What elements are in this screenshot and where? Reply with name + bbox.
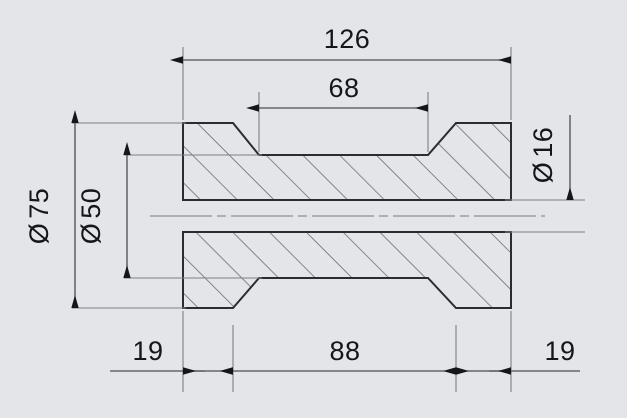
- dim-label-group-50: Ø50: [76, 188, 106, 245]
- dimension-lines: [71, 56, 580, 375]
- upper-body-profile: [182, 122, 512, 201]
- dim-label-68: 68: [328, 73, 359, 103]
- dim-label-88: 88: [329, 336, 360, 366]
- part-outline: [182, 122, 512, 309]
- dim-label-group-16: Ø16: [528, 127, 558, 184]
- dim-label-19-left: 19: [132, 336, 163, 366]
- dim-label-19-right: 19: [544, 336, 575, 366]
- lower-body-profile: [182, 231, 512, 309]
- dim-label-50: Ø50: [76, 188, 106, 245]
- section-hatch-lower: [183, 232, 511, 308]
- dim-label-75: Ø75: [24, 188, 54, 245]
- extension-lines: [72, 47, 585, 392]
- section-hatch-upper: [183, 123, 511, 200]
- dim-label-group-75: Ø75: [24, 188, 54, 245]
- dim-label-126: 126: [324, 24, 371, 54]
- dim-label-16: Ø16: [528, 127, 558, 184]
